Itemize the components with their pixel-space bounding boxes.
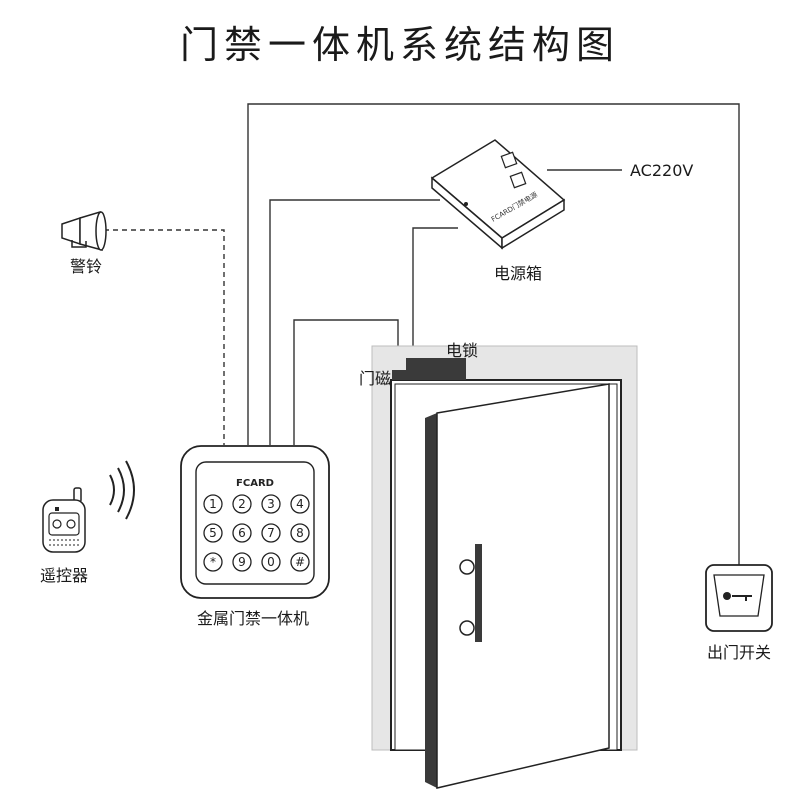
- wire-exit-switch: [247, 103, 740, 565]
- access-controller-label: 金属门禁一体机: [197, 609, 309, 628]
- keypad-key-label: 8: [296, 526, 304, 540]
- keypad-key-label: 3: [267, 497, 275, 511]
- keypad-key-ring: [232, 494, 252, 514]
- remote-control-icon: [42, 487, 86, 553]
- keypad-key: 7: [261, 523, 281, 543]
- keypad-key-ring: [261, 494, 281, 514]
- wire-lock: [412, 227, 458, 356]
- exit-switch-label: 出门开关: [707, 643, 771, 662]
- keypad-key: 3: [261, 494, 281, 514]
- remote-control-label: 遥控器: [40, 566, 88, 585]
- door-edge: [425, 413, 437, 788]
- keypad-key-ring: [290, 494, 310, 514]
- door-knob-upper: [459, 559, 475, 575]
- keypad-key-ring: [290, 523, 310, 543]
- keypad-key: 0: [261, 552, 281, 572]
- keypad-key: 4: [290, 494, 310, 514]
- keypad-key: 8: [290, 523, 310, 543]
- keypad-key-label: 6: [238, 526, 246, 540]
- keypad-key-ring: [232, 552, 252, 572]
- keypad-key-ring: [203, 523, 223, 543]
- power-box-label: 电源箱: [494, 264, 542, 283]
- keypad-key-label: 1: [209, 497, 217, 511]
- exit-switch-icon: [705, 564, 773, 632]
- keypad-key: 1: [203, 494, 223, 514]
- keypad-key-ring: [203, 494, 223, 514]
- power-box: FCARD门禁电源: [430, 139, 566, 250]
- wire-door-sensor: [293, 319, 399, 445]
- door-sensor-block: [392, 370, 412, 380]
- power-box-indicator-2: [509, 171, 527, 189]
- wiring: [104, 103, 740, 565]
- keypad-keys: 1 2 3 4 5 6 7 8 * 9 0 #: [203, 494, 310, 572]
- door-handle: [475, 544, 482, 642]
- keypad-key-label: 0: [267, 555, 275, 569]
- keypad-key-label: #: [295, 555, 305, 569]
- ac-input-label: AC220V: [630, 161, 693, 180]
- electric-lock-block: [406, 358, 466, 380]
- keypad-key-ring: [203, 552, 223, 572]
- electric-lock-label: 电锁: [446, 341, 478, 360]
- alarm-bell-label: 警铃: [70, 257, 102, 276]
- keypad-key: 5: [203, 523, 223, 543]
- diagram-title: 门禁一体机系统结构图: [180, 23, 620, 67]
- keypad-key-label: 2: [238, 497, 246, 511]
- door-panel: [436, 383, 610, 789]
- keypad-key-label: 4: [296, 497, 304, 511]
- door-leaf: [425, 383, 610, 789]
- door-knob-lower: [459, 620, 475, 636]
- keypad-key-label: 9: [238, 555, 246, 569]
- access-controller: FCARD 1 2 3 4 5 6 7 8 * 9 0 #: [180, 445, 330, 599]
- keypad-key: 6: [232, 523, 252, 543]
- power-box-led: [464, 202, 468, 206]
- controller-panel: [195, 461, 315, 585]
- keypad-key-label: *: [210, 555, 216, 569]
- keypad-key: #: [290, 552, 310, 572]
- door-sensor-label: 门磁: [359, 369, 391, 388]
- power-box-indicator-1: [500, 151, 518, 169]
- keypad-key-ring: [232, 523, 252, 543]
- keypad-key: 2: [232, 494, 252, 514]
- keypad-key-label: 5: [209, 526, 217, 540]
- keypad-key: *: [203, 552, 223, 572]
- keypad-key: 9: [232, 552, 252, 572]
- power-box-top: [430, 139, 566, 239]
- wire-alarm: [104, 229, 225, 445]
- controller-brand: FCARD: [236, 478, 274, 489]
- keypad-key-ring: [290, 552, 310, 572]
- power-box-front: [501, 198, 565, 250]
- keypad-key-ring: [261, 552, 281, 572]
- keypad-key-label: 7: [267, 526, 275, 540]
- wire-power-upper: [269, 199, 440, 445]
- wireless-signal-icon: [109, 460, 135, 520]
- alarm-bell-icon: [61, 211, 107, 251]
- keypad-key-ring: [261, 523, 281, 543]
